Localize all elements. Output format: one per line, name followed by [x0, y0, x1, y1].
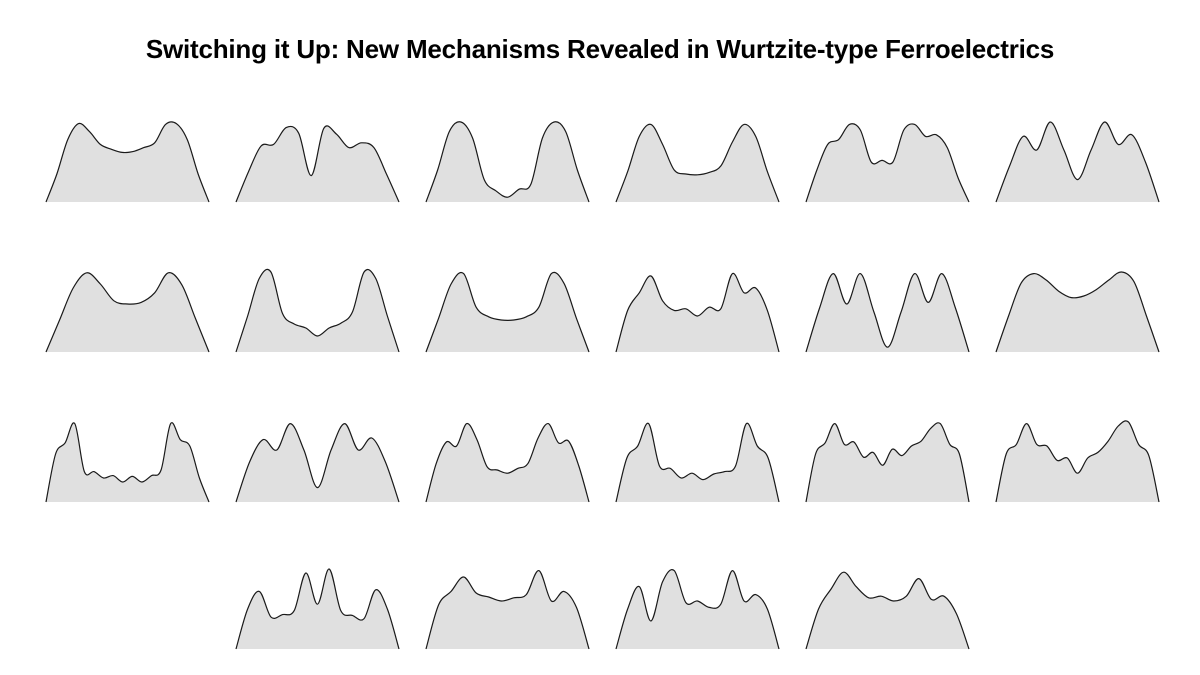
profile-line-9 [425, 271, 590, 353]
profile-panel-20 [425, 570, 590, 650]
profile-panel-19 [235, 568, 400, 650]
profile-line-7 [45, 272, 210, 353]
profile-area-17 [806, 422, 969, 502]
profile-line-13 [45, 422, 210, 503]
profile-line-2 [235, 125, 400, 203]
profile-line-4 [615, 123, 780, 203]
profile-panel-18 [995, 420, 1160, 503]
profile-panel-8 [235, 268, 400, 353]
profile-panel-13 [45, 422, 210, 503]
profile-area-22 [806, 572, 969, 649]
profile-panel-3 [425, 121, 590, 203]
profile-panel-21 [615, 569, 780, 650]
profile-panel-5 [805, 123, 970, 203]
profile-panel-9 [425, 271, 590, 353]
profile-line-10 [615, 272, 780, 353]
profile-line-12 [995, 271, 1160, 353]
profile-area-13 [46, 422, 209, 502]
profile-line-14 [235, 423, 400, 503]
profile-area-16 [616, 423, 779, 502]
profile-area-18 [996, 420, 1159, 502]
profile-panel-15 [425, 422, 590, 503]
profile-area-1 [46, 121, 209, 202]
profile-line-22 [805, 571, 970, 650]
profile-area-6 [996, 121, 1159, 202]
profile-line-6 [995, 121, 1160, 203]
profile-panel-11 [805, 272, 970, 353]
profile-panel-16 [615, 422, 780, 503]
profile-line-15 [425, 422, 590, 503]
profile-panel-7 [45, 272, 210, 353]
profile-line-19 [235, 568, 400, 650]
profile-line-20 [425, 570, 590, 650]
profile-area-19 [236, 568, 399, 649]
profile-area-2 [236, 125, 399, 202]
profile-panel-6 [995, 121, 1160, 203]
profile-panel-14 [235, 423, 400, 503]
profile-line-5 [805, 123, 970, 203]
profile-area-5 [806, 123, 969, 202]
profile-area-9 [426, 272, 589, 352]
profile-line-17 [805, 422, 970, 503]
profile-panel-4 [615, 123, 780, 203]
profile-line-8 [235, 268, 400, 353]
profile-area-12 [996, 271, 1159, 352]
profile-area-21 [616, 569, 779, 649]
profile-line-21 [615, 569, 780, 650]
profile-line-18 [995, 420, 1160, 503]
page-title: Switching it Up: New Mechanisms Revealed… [145, 34, 1055, 64]
profile-area-14 [236, 423, 399, 502]
profile-line-16 [615, 422, 780, 503]
profile-panel-1 [45, 121, 210, 203]
profile-line-11 [805, 272, 970, 353]
profile-area-4 [616, 124, 779, 202]
profile-panel-17 [805, 422, 970, 503]
profile-area-20 [426, 570, 589, 649]
profile-area-11 [806, 273, 969, 352]
profile-area-3 [426, 121, 589, 202]
profile-line-3 [425, 121, 590, 203]
profile-area-10 [616, 273, 779, 352]
profile-area-7 [46, 272, 209, 352]
profile-area-15 [426, 423, 589, 502]
profile-panel-10 [615, 272, 780, 353]
profile-panel-22 [805, 571, 970, 650]
profile-line-1 [45, 121, 210, 203]
profile-area-8 [236, 269, 399, 352]
profile-panel-2 [235, 125, 400, 203]
profile-panel-12 [995, 271, 1160, 353]
